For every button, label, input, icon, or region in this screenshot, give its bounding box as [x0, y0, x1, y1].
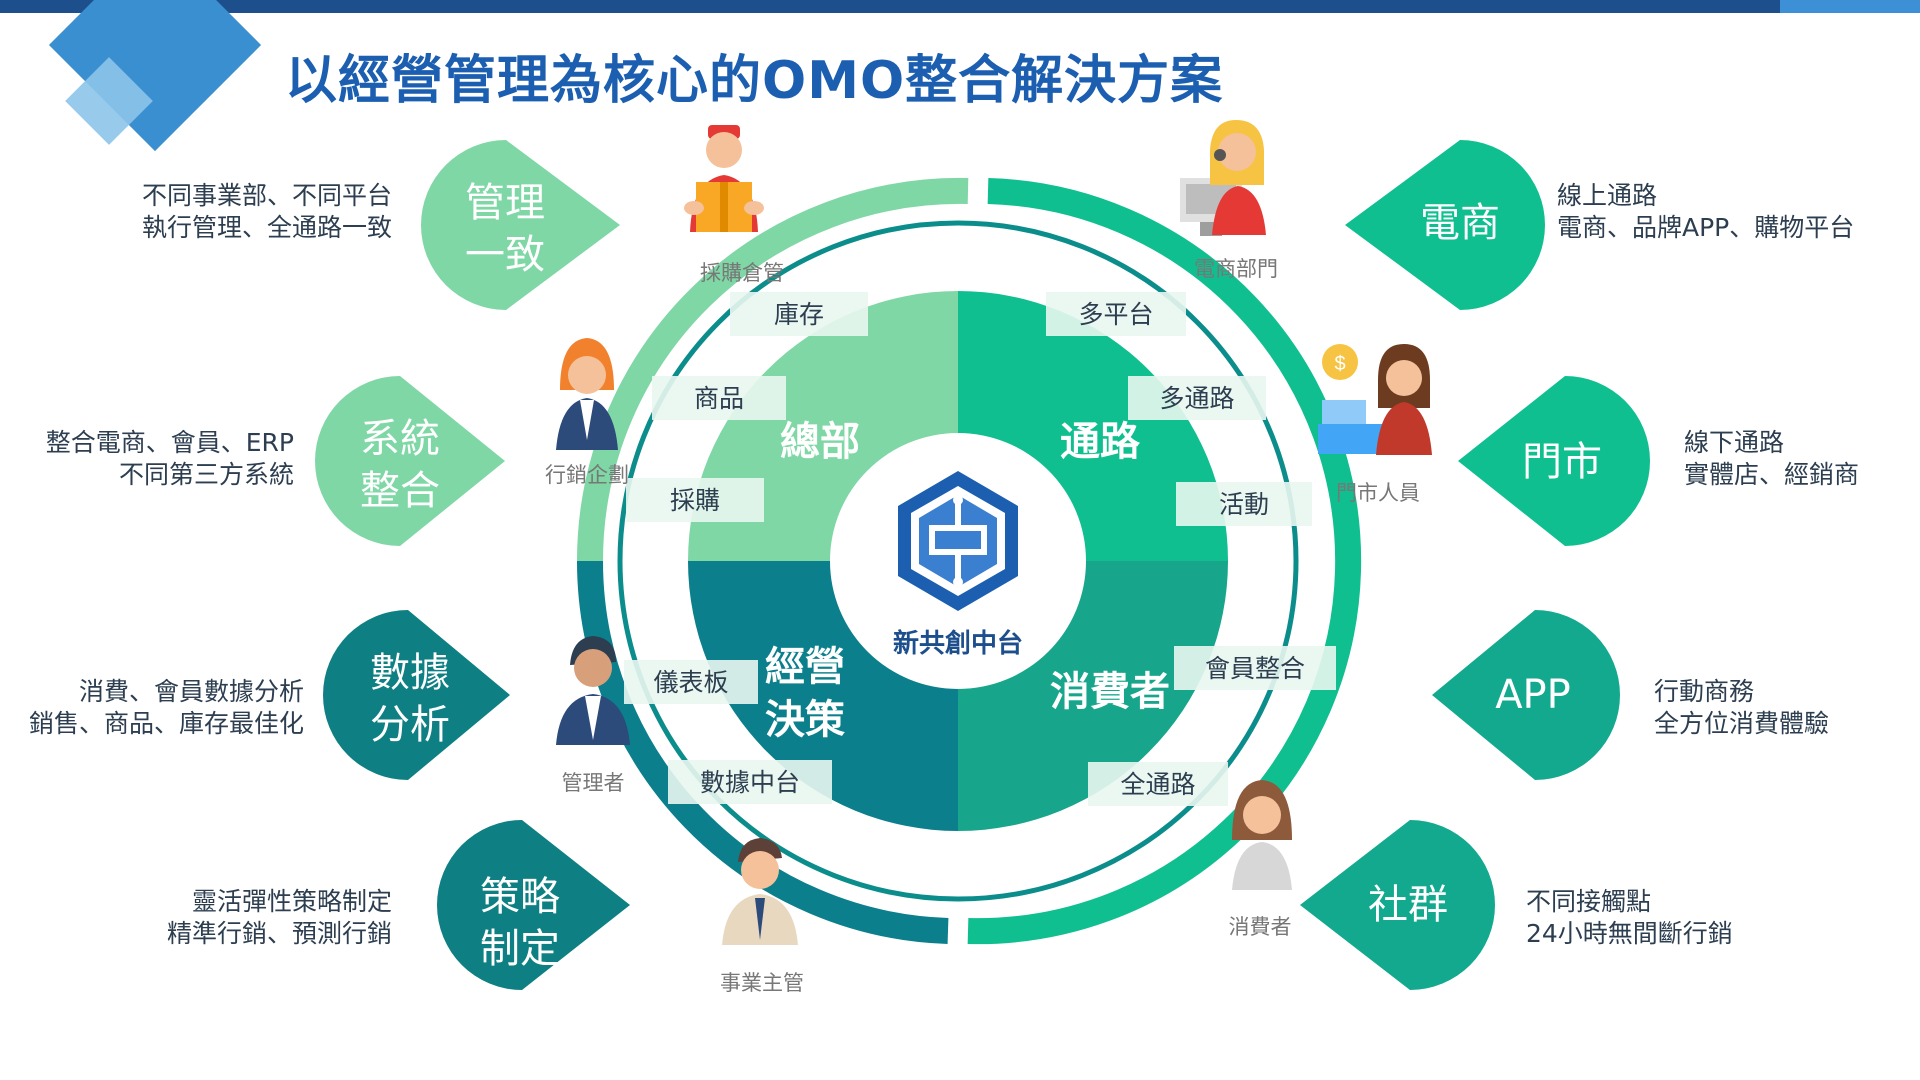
leaf-store: 門市 — [1458, 376, 1650, 546]
page-title: 以經營管理為核心的OMO整合解決方案 — [285, 51, 1224, 111]
tag-product-text: 商品 — [694, 384, 744, 413]
tag-data-center: 數據中台 — [668, 760, 832, 804]
leaf-label-management-2: 一致 — [465, 232, 545, 278]
leaf-label-system-2: 整合 — [360, 468, 440, 514]
tag-data-center-text: 數據中台 — [700, 768, 800, 797]
leaf-social: 社群 — [1300, 820, 1495, 990]
desc-ecommerce-2: 電商、品牌APP、購物平台 — [1557, 213, 1854, 242]
leaf-system-integration: 系統 整合 — [315, 376, 505, 546]
leaf-label-store: 門市 — [1522, 439, 1602, 485]
desc-system-2: 不同第三方系統 — [119, 460, 294, 489]
consumer-person-icon — [1232, 780, 1292, 890]
desc-management-1: 不同事業部、不同平台 — [142, 181, 392, 210]
business-head-icon — [722, 838, 798, 945]
leaf-label-strategy-2: 制定 — [480, 926, 560, 972]
tag-activity-text: 活動 — [1219, 490, 1269, 519]
tag-multi-channel: 多通路 — [1128, 376, 1266, 420]
tag-inventory-text: 庫存 — [774, 300, 824, 329]
desc-data-2: 銷售、商品、庫存最佳化 — [29, 709, 304, 738]
desc-data-1: 消費、會員數據分析 — [79, 677, 304, 706]
role-label-marketing: 行銷企劃 — [545, 463, 629, 487]
leaf-strategy: 策略 制定 — [437, 820, 630, 990]
role-label-store: 門市人員 — [1336, 481, 1420, 505]
tag-omni-channel: 全通路 — [1088, 762, 1228, 806]
tag-omni-channel-text: 全通路 — [1120, 770, 1195, 799]
tag-product: 商品 — [652, 376, 786, 420]
leaf-label-strategy-1: 策略 — [480, 874, 560, 920]
outer-ring-top-left — [577, 177, 969, 562]
desc-store-2: 實體店、經銷商 — [1684, 460, 1859, 489]
tag-multi-platform: 多平台 — [1046, 292, 1186, 336]
leaf-label-app: APP — [1495, 672, 1571, 718]
desc-ecommerce-1: 線上通路 — [1557, 181, 1657, 210]
role-label-purchasing: 採購倉管 — [700, 261, 784, 285]
leaf-ecommerce: 電商 — [1345, 140, 1545, 310]
leaf-label-data-2: 分析 — [370, 702, 450, 748]
desc-app-2: 全方位消費體驗 — [1654, 709, 1829, 738]
quadrant-label-hq: 總部 — [780, 419, 860, 465]
outer-ring-right — [967, 178, 1362, 945]
tag-member-integration-text: 會員整合 — [1205, 654, 1305, 683]
role-label-consumer: 消費者 — [1229, 915, 1292, 939]
leaf-data-analysis: 數據 分析 — [323, 610, 510, 780]
leaf-label-data-1: 數據 — [370, 650, 450, 696]
desc-social-1: 不同接觸點 — [1526, 887, 1651, 916]
manager-person-icon — [556, 636, 630, 745]
store-staff-icon: $ — [1318, 344, 1432, 455]
leaf-management-consistency: 管理 一致 — [421, 140, 620, 310]
desc-management-2: 執行管理、全通路一致 — [142, 213, 392, 242]
quadrant-label-decision-2: 決策 — [765, 697, 845, 743]
quadrant-label-decision-1: 經營 — [765, 644, 845, 690]
tag-purchase-text: 採購 — [670, 486, 720, 515]
inner-thin-ring — [617, 220, 1299, 902]
leaf-label-system-1: 系統 — [360, 416, 440, 462]
tag-dashboard-text: 儀表板 — [653, 668, 728, 697]
tag-member-integration: 會員整合 — [1174, 646, 1336, 690]
tag-purchase: 採購 — [626, 478, 764, 522]
desc-strategy-1: 靈活彈性策略制定 — [192, 887, 392, 916]
leaf-label-social: 社群 — [1368, 882, 1448, 928]
role-label-manager: 管理者 — [562, 771, 625, 795]
marketing-person-icon — [556, 338, 618, 450]
tag-activity: 活動 — [1176, 482, 1312, 526]
quadrant-label-consumer: 消費者 — [1050, 669, 1170, 715]
desc-app-1: 行動商務 — [1654, 677, 1754, 706]
tag-multi-platform-text: 多平台 — [1078, 300, 1153, 329]
desc-system-1: 整合電商、會員、ERP — [46, 428, 294, 457]
platform-hexagon-icon — [898, 471, 1018, 611]
top-bar — [0, 0, 1920, 13]
tag-multi-channel-text: 多通路 — [1159, 384, 1234, 413]
desc-strategy-2: 精準行銷、預測行銷 — [167, 919, 392, 948]
role-label-ecommerce: 電商部門 — [1194, 257, 1278, 281]
desc-store-1: 線下通路 — [1684, 428, 1784, 457]
leaf-app: APP — [1432, 610, 1620, 780]
role-label-business-head: 事業主管 — [720, 971, 804, 995]
leaf-label-ecommerce: 電商 — [1420, 200, 1500, 246]
hub-label: 新共創中台 — [893, 628, 1023, 659]
purchasing-person-icon — [684, 125, 764, 232]
coin-icon: $ — [1334, 353, 1345, 375]
top-bar-accent — [1780, 0, 1920, 13]
desc-social-2: 24小時無間斷行銷 — [1526, 919, 1733, 948]
tag-inventory: 庫存 — [730, 292, 868, 336]
tag-dashboard: 儀表板 — [624, 660, 758, 704]
leaf-label-management-1: 管理 — [465, 180, 545, 226]
ecommerce-staff-icon — [1180, 120, 1266, 236]
quadrant-label-channel: 通路 — [1060, 419, 1141, 465]
